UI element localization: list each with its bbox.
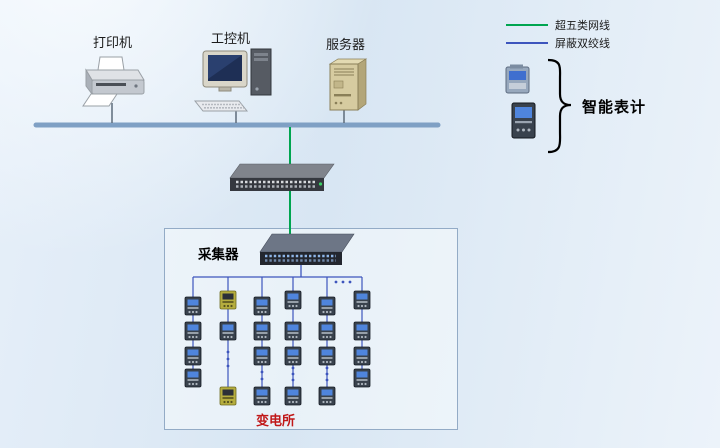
stp-feeder-lines xyxy=(193,265,362,278)
collector-label: 采集器 xyxy=(198,247,239,262)
switch-icon xyxy=(229,163,335,191)
device-stub-lines xyxy=(111,103,345,123)
server-icon xyxy=(322,52,372,119)
printer-icon xyxy=(76,55,151,115)
server-label: 服务器 xyxy=(326,37,366,52)
cat5-line-swatch xyxy=(506,24,548,26)
printer-label: 打印机 xyxy=(93,35,133,50)
stp-line-swatch xyxy=(506,42,548,44)
meter-grid xyxy=(184,277,371,406)
ipc-label: 工控机 xyxy=(211,31,251,46)
substation-label: 变电所 xyxy=(256,413,296,428)
ipc-icon xyxy=(193,45,281,120)
smart-meter-sample-b-icon xyxy=(511,102,536,139)
cat5-label: 超五类网线 xyxy=(555,20,610,32)
legend-item-cat5: 超五类网线 xyxy=(506,16,610,34)
stp-label: 屏蔽双绞线 xyxy=(555,38,610,50)
cable-legend: 超五类网线 屏蔽双绞线 xyxy=(506,16,610,52)
brace-icon xyxy=(547,58,572,154)
collector-icon xyxy=(259,233,355,265)
smart-meter-sample-a-icon xyxy=(505,64,530,94)
legend-item-stp: 屏蔽双绞线 xyxy=(506,34,610,52)
smart-meters-label: 智能表计 xyxy=(582,99,647,116)
